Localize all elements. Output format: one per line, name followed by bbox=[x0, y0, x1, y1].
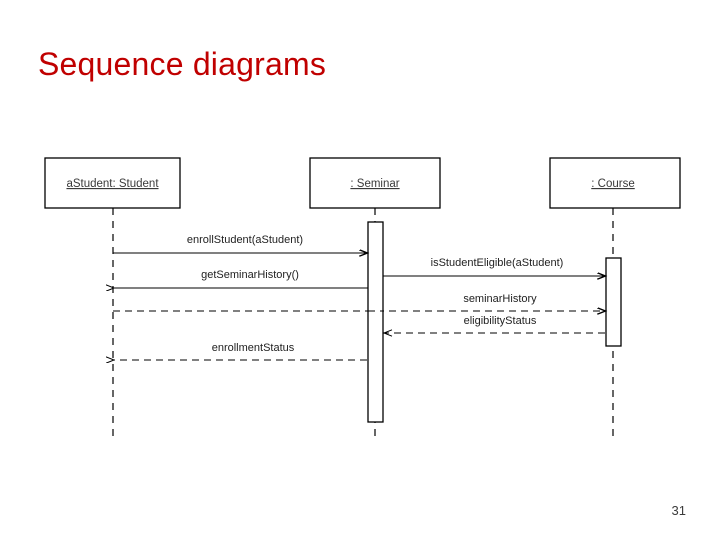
activation-bar-seminar bbox=[367, 221, 384, 423]
participant-label-seminar: : Seminar bbox=[350, 178, 399, 190]
message-eligibility-status: eligibilityStatus bbox=[384, 315, 605, 333]
message-get-seminar-history: getSeminarHistory() bbox=[114, 269, 368, 288]
message-label-eligibility-status: eligibilityStatus bbox=[464, 315, 537, 327]
arrowhead-seminar-history bbox=[597, 307, 608, 315]
message-label-enroll-student: enrollStudent(aStudent) bbox=[187, 234, 303, 246]
participant-course[interactable]: : Course bbox=[549, 157, 681, 209]
message-label-seminar-history: seminarHistory bbox=[463, 293, 537, 305]
participant-box-course[interactable] bbox=[549, 157, 681, 209]
message-label-get-seminar-history: getSeminarHistory() bbox=[201, 269, 299, 281]
message-enrollment-status: enrollmentStatus bbox=[114, 342, 367, 360]
message-enroll-student: enrollStudent(aStudent) bbox=[113, 234, 367, 253]
arrowhead-eligibility-status bbox=[382, 329, 393, 337]
activation-bar-course bbox=[605, 257, 622, 347]
page-number: 31 bbox=[671, 503, 686, 518]
arrowhead-is-student-eligible bbox=[597, 272, 608, 280]
participant-student[interactable]: aStudent: Student bbox=[44, 157, 181, 209]
message-label-is-student-eligible: isStudentEligible(aStudent) bbox=[431, 257, 564, 269]
participant-box-seminar[interactable] bbox=[309, 157, 441, 209]
arrowhead-enroll-student bbox=[359, 249, 370, 257]
message-seminar-history: seminarHistory bbox=[113, 293, 605, 311]
message-is-student-eligible: isStudentEligible(aStudent) bbox=[383, 257, 605, 276]
message-label-enrollment-status: enrollmentStatus bbox=[212, 342, 295, 354]
arrowhead-overlays bbox=[359, 249, 608, 337]
participant-label-student: aStudent: Student bbox=[66, 178, 159, 190]
page-title: Sequence diagrams bbox=[38, 46, 327, 82]
participant-box-student[interactable] bbox=[44, 157, 181, 209]
participant-seminar[interactable]: : Seminar bbox=[309, 157, 441, 209]
participant-label-course: : Course bbox=[591, 178, 634, 190]
